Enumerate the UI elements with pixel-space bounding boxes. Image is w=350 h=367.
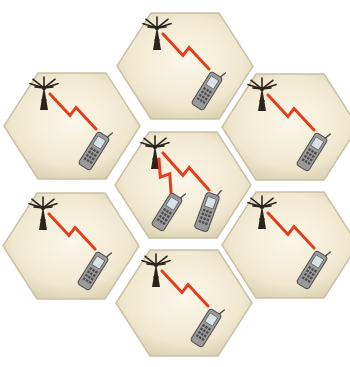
hexagon-cell: [115, 132, 251, 238]
network-cell-bottom: [116, 250, 252, 356]
hexagon-cell: [3, 193, 139, 299]
hexagon-cell: [4, 73, 140, 179]
hexagon-cell: [117, 13, 253, 119]
network-cell-lower-right: [222, 192, 350, 298]
network-cell-upper-right: [222, 74, 350, 180]
hexagon-cell: [222, 192, 350, 298]
network-cell-upper-left: [4, 73, 140, 179]
network-cell-center: [115, 132, 251, 238]
hexagon-cell: [222, 74, 350, 180]
network-cell-lower-left: [3, 193, 139, 299]
hexagon-cell: [116, 250, 252, 356]
network-cell-top: [117, 13, 253, 119]
